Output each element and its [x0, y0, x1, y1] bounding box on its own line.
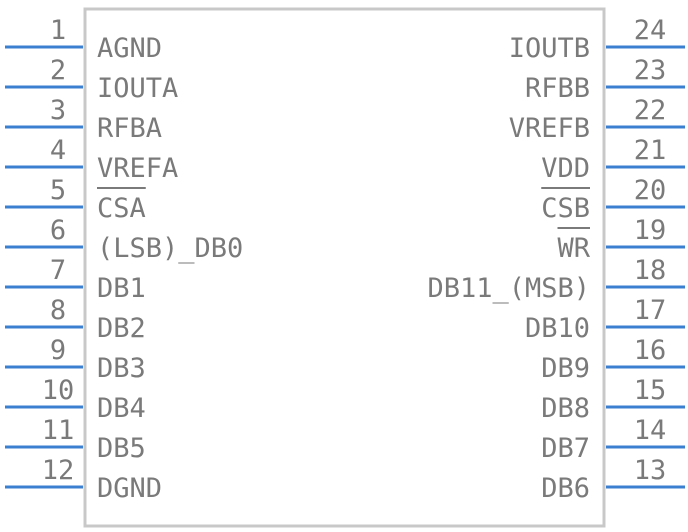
ic-body	[83, 7, 606, 528]
pin-label: WR	[557, 233, 590, 264]
pin-number: 21	[634, 135, 667, 166]
pin-label: DB8	[541, 393, 590, 424]
pin-number: 20	[634, 175, 667, 206]
pin-label: DB10	[525, 313, 590, 344]
pin-label: DB4	[97, 393, 146, 424]
pin-number: 11	[42, 415, 75, 446]
pin-number: 6	[50, 215, 66, 246]
pin-label: DB7	[541, 433, 590, 464]
pin-number: 13	[634, 455, 667, 486]
pin-label: CSA	[97, 193, 146, 224]
pin-label: IOUTA	[97, 73, 178, 104]
pin-number: 18	[634, 255, 667, 286]
pin-label: DGND	[97, 473, 162, 504]
pin-number: 1	[50, 15, 66, 46]
pin-number: 5	[50, 175, 66, 206]
pin-label: DB9	[541, 353, 590, 384]
pin-number: 9	[50, 335, 66, 366]
pin-number: 14	[634, 415, 667, 446]
pin-label: DB2	[97, 313, 146, 344]
pin-label: CSB	[541, 193, 590, 224]
pin-number: 3	[50, 95, 66, 126]
pin-label: AGND	[97, 33, 162, 64]
pin-label: VREFA	[97, 153, 178, 184]
pin-number: 23	[634, 55, 667, 86]
pin-label: DB3	[97, 353, 146, 384]
pin-label: DB5	[97, 433, 146, 464]
pin-number: 10	[42, 375, 75, 406]
pin-label: DB11_(MSB)	[427, 273, 590, 304]
pin-label: VDD	[541, 153, 590, 184]
pin-number: 8	[50, 295, 66, 326]
pin-label: DB6	[541, 473, 590, 504]
pin-label: RFBA	[97, 113, 162, 144]
pin-number: 12	[42, 455, 75, 486]
pin-number: 2	[50, 55, 66, 86]
pin-label: (LSB)_DB0	[97, 233, 243, 264]
pin-number: 17	[634, 295, 667, 326]
pin-number: 7	[50, 255, 66, 286]
pin-number: 4	[50, 135, 66, 166]
pin-number: 24	[634, 15, 667, 46]
pin-label: DB1	[97, 273, 146, 304]
pin-6: 6 (LSB)_DB0	[5, 215, 243, 264]
pin-number: 19	[634, 215, 667, 246]
pin-number: 22	[634, 95, 667, 126]
pin-label: RFBB	[525, 73, 590, 104]
pin-number: 15	[634, 375, 667, 406]
pin-label: VREFB	[509, 113, 590, 144]
pin-label: IOUTB	[509, 33, 590, 64]
pin-number: 16	[634, 335, 667, 366]
